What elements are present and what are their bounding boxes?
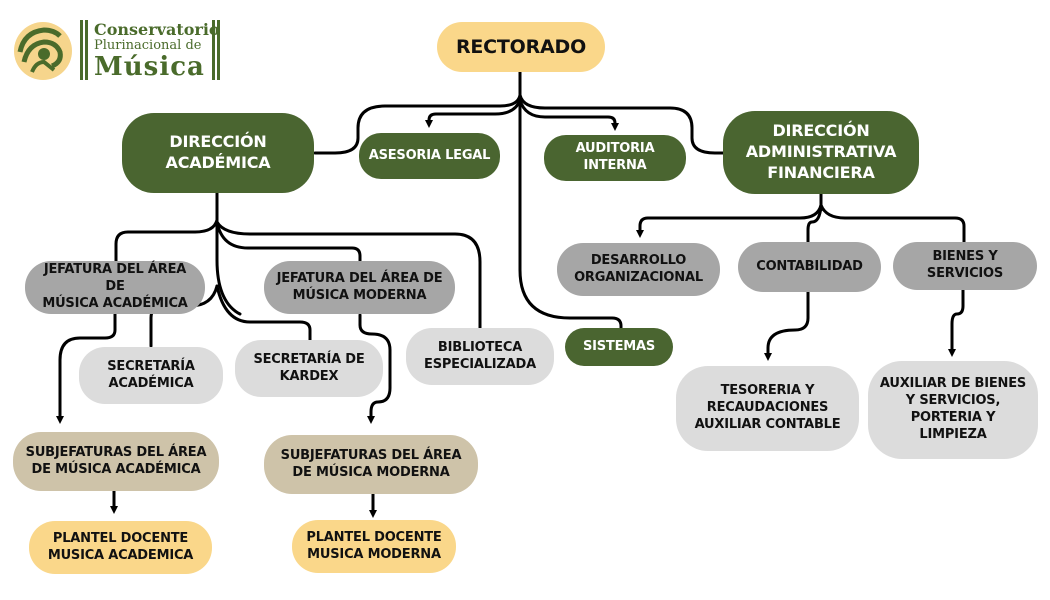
node-subjefaturas-musica-academica[interactable]: SUBJEFATURAS DEL ÁREA DE MÚSICA ACADÉMIC… [13,432,219,491]
node-direccion-administrativa-financiera[interactable]: DIRECCIÓN ADMINISTRATIVA FINANCIERA [723,111,919,194]
node-direccion-academica[interactable]: DIRECCIÓN ACADÉMICA [122,113,314,193]
node-desarrollo-organizacional[interactable]: DESARROLLO ORGANIZACIONAL [557,243,720,296]
connector-da-secretaria-kardex [215,284,312,342]
node-plantel-docente-academica[interactable]: PLANTEL DOCENTE MUSICA ACADEMICA [29,521,212,574]
connector-da-biblioteca [215,220,482,330]
connector-daf-bienes [819,203,966,246]
node-auditoria-interna[interactable]: AUDITORIA INTERNA [544,135,686,181]
logo-divider [212,20,215,80]
logo-text-line3: Música [94,52,205,82]
connector-rectorado-direccion-administrativa [518,93,727,155]
node-auxiliar-bienes-servicios[interactable]: AUXILIAR DE BIENES Y SERVICIOS, PORTERIA… [868,361,1038,459]
connector-jefatura-moderna-subjefaturas [358,313,392,424]
connector-rectorado-auditoria-interna [518,98,619,131]
node-jefatura-musica-moderna[interactable]: JEFATURA DEL ÁREA DE MÚSICA MODERNA [264,261,455,314]
logo-text-line2: Plurinacional de [94,38,202,53]
connector-bienes-auxiliar [948,288,965,357]
connector-rectorado-sistemas [518,70,623,332]
node-bienes-servicios[interactable]: BIENES Y SERVICIOS [893,242,1037,290]
node-plantel-docente-moderna[interactable]: PLANTEL DOCENTE MUSICA MODERNA [292,520,456,573]
logo-divider [80,20,83,80]
node-rectorado[interactable]: RECTORADO [437,22,605,72]
treble-clef-emblem-icon [14,22,72,80]
institution-logo: Conservatorio Plurinacional de Música [12,18,222,84]
connector-daf-contabilidad [806,203,823,246]
logo-divider [85,20,88,80]
connector-da-jefatura-moderna [215,220,362,264]
node-contabilidad[interactable]: CONTABILIDAD [738,242,881,292]
node-subjefaturas-musica-moderna[interactable]: SUBJEFATURAS DEL ÁREA DE MÚSICA MODERNA [264,435,478,494]
connector-rectorado-asesoria-legal [425,98,522,128]
logo-divider [217,20,220,80]
connector-jefatura-academica-subjefaturas [56,311,117,424]
connector-da-trunk [215,190,242,316]
node-asesoria-legal[interactable]: ASESORIA LEGAL [359,133,500,179]
node-secretaria-academica[interactable]: SECRETARÍA ACADÉMICA [79,347,223,404]
node-jefatura-musica-academica[interactable]: JEFATURA DEL ÁREA DE MÚSICA ACADÉMICA [25,261,205,314]
connector-daf-desarrollo [636,203,823,238]
node-secretaria-kardex[interactable]: SECRETARÍA DE KARDEX [235,340,383,397]
node-sistemas[interactable]: SISTEMAS [565,328,673,366]
connector-da-jefatura-academica [114,218,219,264]
logo-text-line1: Conservatorio [94,20,220,39]
node-biblioteca-especializada[interactable]: BIBLIOTECA ESPECIALIZADA [406,328,554,385]
connector-rectorado-direccion-academica [313,93,522,155]
connector-contabilidad-tesoreria [764,288,810,361]
node-tesoreria-recaudaciones[interactable]: TESORERIA Y RECAUDACIONES AUXILIAR CONTA… [676,366,859,451]
